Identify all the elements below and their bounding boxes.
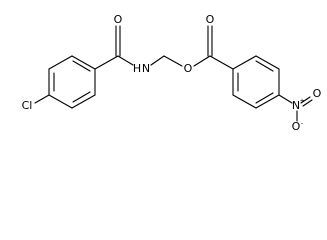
chlorophenyl-ring — [48, 55, 96, 109]
bond-ring-carbonyl — [94, 55, 119, 70]
bond-n-o-double — [300, 96, 311, 104]
bond — [255, 94, 280, 109]
bond — [71, 94, 96, 109]
bond-c-n — [278, 94, 293, 104]
bond — [71, 55, 96, 70]
bond — [48, 94, 73, 109]
nitro-oxygen-bottom-label: O — [292, 120, 301, 133]
ester-carbonyl-oxygen-label: O — [206, 13, 215, 26]
nitrophenyl-ring — [232, 55, 280, 109]
bond — [232, 94, 257, 109]
bond-double-inner — [72, 91, 91, 103]
bond-double-inner — [255, 92, 274, 104]
bond-double-inner — [255, 60, 274, 72]
bond-n-o-double — [302, 99, 313, 107]
amide-hydrogen-label: H — [133, 62, 141, 75]
bond — [232, 55, 257, 70]
bond — [48, 55, 73, 70]
bond-c-n — [117, 55, 134, 66]
bond-o-c — [193, 55, 211, 67]
bond-carbonyl-ring — [209, 55, 234, 70]
nitro-positive-charge: + — [299, 98, 304, 105]
ester-group — [193, 25, 234, 70]
amide-nitrogen-label: N — [142, 62, 150, 75]
bond — [255, 55, 280, 70]
ester-oxygen-label: O — [184, 62, 193, 75]
bond-ch2-o — [163, 55, 183, 67]
nitro-group — [278, 94, 313, 122]
bond-n-ch2 — [150, 55, 165, 66]
nitro-nitrogen-label: N — [292, 99, 300, 112]
amide-group — [94, 25, 183, 70]
bond-c-cl — [34, 94, 50, 104]
bond-double-inner — [72, 60, 91, 72]
nitro-negative-charge: - — [301, 121, 303, 128]
molecule-structure: Cl O H N O O N + O O - — [22, 13, 322, 133]
chlorine-atom-label: Cl — [22, 99, 33, 112]
nitro-oxygen-top-label: O — [313, 87, 322, 100]
amide-oxygen-label: O — [114, 13, 123, 26]
